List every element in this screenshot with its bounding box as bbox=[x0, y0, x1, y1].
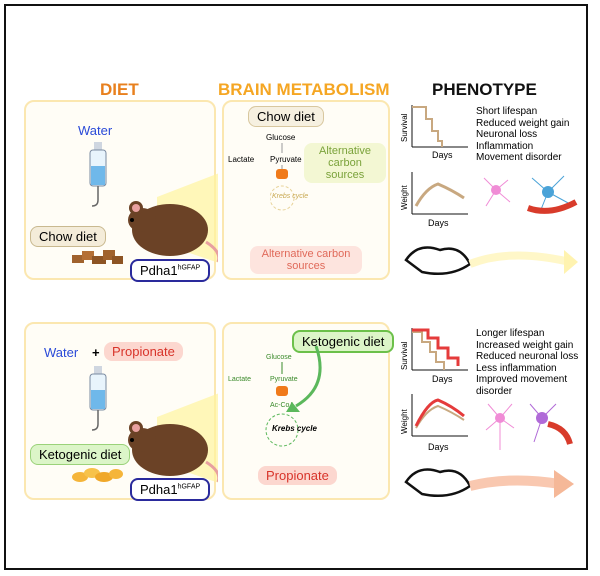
propionate-label-diet: Propionate bbox=[104, 342, 183, 361]
pheno-item: Improved movement disorder bbox=[476, 374, 568, 397]
pheno-item: Short lifespan bbox=[476, 106, 538, 117]
mouse-icon bbox=[128, 393, 218, 483]
survival-chart-bottom bbox=[411, 328, 468, 371]
water-label-bottom: Water bbox=[44, 345, 79, 360]
weight-chart-bottom bbox=[411, 394, 468, 437]
neuron-icons-bottom bbox=[485, 403, 573, 450]
alt-sources-green: Alternative carbon sources bbox=[304, 143, 386, 183]
pyruvate-top: Pyruvate bbox=[270, 155, 302, 164]
days-label-top-1: Days bbox=[432, 150, 453, 160]
weight-label-bottom: Weight bbox=[400, 409, 409, 434]
header-phenotype: PHENOTYPE bbox=[432, 80, 537, 99]
alt-sources-red: Alternative carbon sources bbox=[250, 246, 362, 274]
ketogenic-diet-label: Ketogenic diet bbox=[30, 444, 131, 465]
pyruvate-bottom: Pyruvate bbox=[270, 376, 298, 383]
pheno-item: Longer lifespan bbox=[476, 328, 545, 339]
weight-label-top: Weight bbox=[400, 185, 409, 210]
chow-pellets-icon bbox=[72, 250, 123, 264]
brain-pathway-top bbox=[270, 143, 295, 211]
krebs-bottom: Krebs cycle bbox=[272, 424, 317, 433]
neuron-icons-top bbox=[483, 175, 578, 214]
mouse-icon bbox=[128, 173, 218, 263]
mouse-genotype-label-bottom: Pdha1hGFAP bbox=[130, 478, 211, 501]
chow-diet-label-top: Chow diet bbox=[30, 226, 106, 247]
pheno-item: Movement disorder bbox=[476, 152, 562, 163]
figure-frame bbox=[4, 4, 588, 570]
movement-trace-top bbox=[404, 246, 578, 275]
propionate-label-brain: Propionate bbox=[258, 466, 337, 485]
movement-trace-bottom bbox=[404, 468, 574, 498]
pheno-item: Inflammation bbox=[476, 140, 534, 152]
survival-label-top: Survival bbox=[400, 113, 409, 142]
accoa-bottom: Ac-CoA bbox=[270, 402, 295, 409]
water-label-top: Water bbox=[78, 123, 113, 138]
pheno-item: Increased weight gain bbox=[476, 339, 574, 351]
lactate-bottom: Lactate bbox=[228, 376, 251, 383]
glucose-bottom: Glucose bbox=[266, 354, 292, 361]
keto-pellets-icon bbox=[72, 468, 123, 482]
phenotype-list-top: Short lifespan Reduced weight gain Neuro… bbox=[476, 106, 569, 164]
survival-chart-top bbox=[411, 105, 468, 148]
krebs-top: Krebs cycle bbox=[272, 193, 309, 200]
lactate-top: Lactate bbox=[228, 155, 255, 164]
days-label-bottom-1: Days bbox=[432, 374, 453, 384]
survival-label-bottom: Survival bbox=[400, 341, 409, 370]
mouse-genotype-label-top: Pdha1hGFAP bbox=[130, 259, 211, 282]
header-brain-metabolism: BRAIN METABOLISM bbox=[218, 80, 390, 99]
pheno-item: Neuronal loss bbox=[476, 129, 538, 140]
pheno-item: Reduced neuronal loss bbox=[476, 351, 579, 362]
water-bottle-icon bbox=[89, 366, 107, 431]
pheno-item: Less inflammation bbox=[476, 362, 557, 374]
days-label-top-2: Days bbox=[428, 218, 449, 228]
weight-chart-top bbox=[411, 172, 468, 215]
glucose-top: Glucose bbox=[266, 133, 296, 142]
brain-pathway-bottom bbox=[265, 346, 322, 447]
days-label-bottom-2: Days bbox=[428, 442, 449, 452]
plus-sign: + bbox=[92, 345, 100, 360]
water-bottle-icon bbox=[89, 142, 107, 207]
brain-chow-label: Chow diet bbox=[248, 106, 324, 127]
phenotype-list-bottom: Longer lifespan Increased weight gain Re… bbox=[476, 328, 578, 397]
header-diet: DIET bbox=[100, 80, 139, 99]
pheno-item: Reduced weight gain bbox=[476, 117, 570, 129]
